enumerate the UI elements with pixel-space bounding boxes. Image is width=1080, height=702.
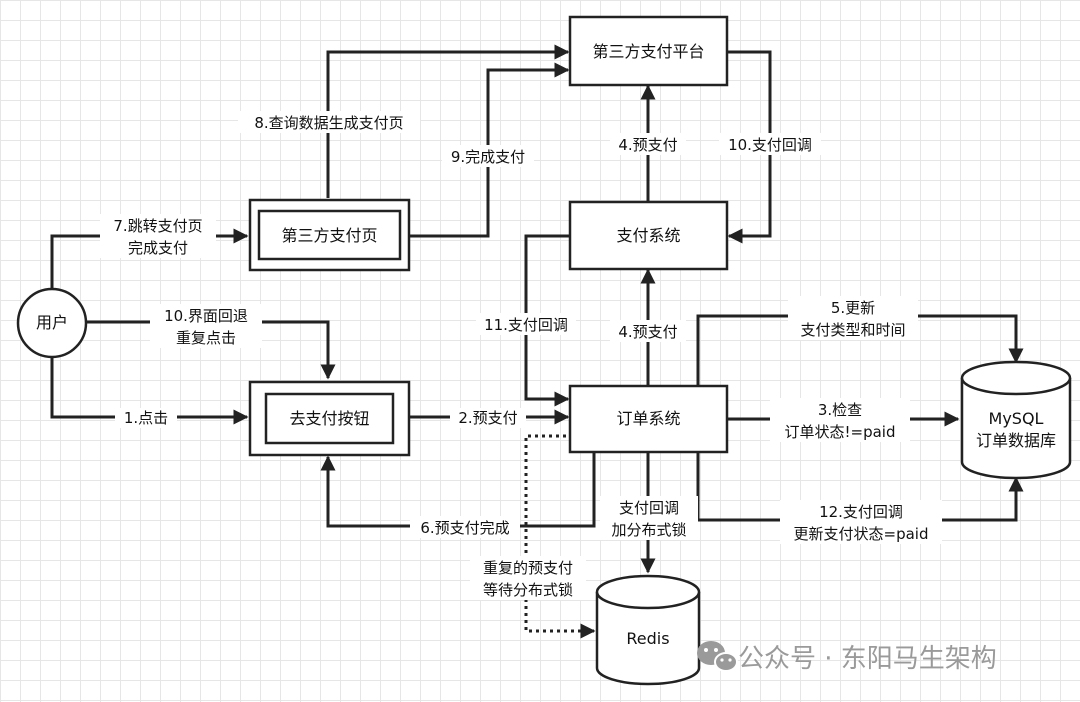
wechat-icon (697, 641, 738, 672)
edge-10-user-label-1: 10.界面回退 (164, 307, 248, 325)
pay-button-node: 去支付按钮 (248, 380, 411, 457)
order-system-label: 订单系统 (616, 409, 680, 428)
edge-wait-label-1: 重复的预支付 (483, 559, 573, 577)
edge-10-top-label: 10.支付回调 (728, 136, 812, 154)
edge-12-label-2: 更新支付状态=paid (794, 525, 929, 543)
pay-system-label: 支付系统 (616, 226, 680, 245)
edge-11-label: 11.支付回调 (484, 316, 568, 334)
watermark: 公众号 · 东阳马生架构 (697, 641, 997, 674)
third-page-label: 第三方支付页 (281, 226, 377, 245)
edge-6-line (320, 452, 596, 528)
edge-wait-label-2: 等待分布式锁 (483, 581, 573, 599)
edge-8-line (326, 44, 570, 198)
third-platform-node: 第三方支付平台 (568, 15, 729, 87)
edge-2-label: 2.预支付 (458, 409, 517, 427)
order-system-node: 订单系统 (568, 384, 729, 454)
third-platform-label: 第三方支付平台 (592, 42, 704, 61)
user-node: 用户 (16, 287, 88, 359)
user-label: 用户 (36, 313, 68, 332)
redis-label: Redis (626, 629, 669, 648)
third-page-node: 第三方支付页 (248, 198, 411, 272)
edge-lock-label-2: 加分布式锁 (611, 521, 686, 539)
edge-5-label-2: 支付类型和时间 (800, 321, 905, 339)
edge-12-label-1: 12.支付回调 (819, 503, 903, 521)
edge-4-mid-label: 4.预支付 (618, 323, 677, 341)
edge-3-label-2: 订单状态!=paid (785, 423, 896, 441)
watermark-text: 公众号 · 东阳马生架构 (738, 644, 997, 674)
nodes: 第三方支付平台 支付系统 第三方支付页 用户 去支付按钮 订单系统 M (16, 15, 1072, 686)
edge-9-label: 9.完成支付 (451, 148, 525, 166)
edge-wait-line (524, 434, 596, 639)
edge-6-label: 6.预支付完成 (420, 519, 509, 537)
redis-node: Redis (595, 574, 701, 686)
edge-7-label-1: 7.跳转支付页 (113, 217, 202, 235)
mysql-label-2: 订单数据库 (976, 431, 1056, 450)
edge-5-label-1: 5.更新 (831, 299, 875, 317)
mysql-label-1: MySQL (989, 409, 1044, 428)
mysql-node: MySQL 订单数据库 (960, 360, 1072, 480)
edge-10-user-label-2: 重复点击 (176, 329, 236, 347)
edge-4-top-label: 4.预支付 (618, 136, 677, 154)
edge-1-label: 1.点击 (124, 409, 168, 427)
edge-labels: 8.查询数据生成支付页 9.完成支付 4.预支付 10.支付回调 7.跳转支付页… (100, 111, 942, 600)
pay-button-label: 去支付按钮 (289, 409, 369, 428)
edge-8-label: 8.查询数据生成支付页 (254, 114, 403, 132)
pay-system-node: 支付系统 (568, 200, 729, 271)
edge-7-label-2: 完成支付 (128, 239, 188, 257)
edge-3-label-1: 3.检查 (818, 401, 862, 419)
edge-lock-label-1: 支付回调 (619, 499, 679, 517)
edge-1-line (50, 356, 249, 425)
